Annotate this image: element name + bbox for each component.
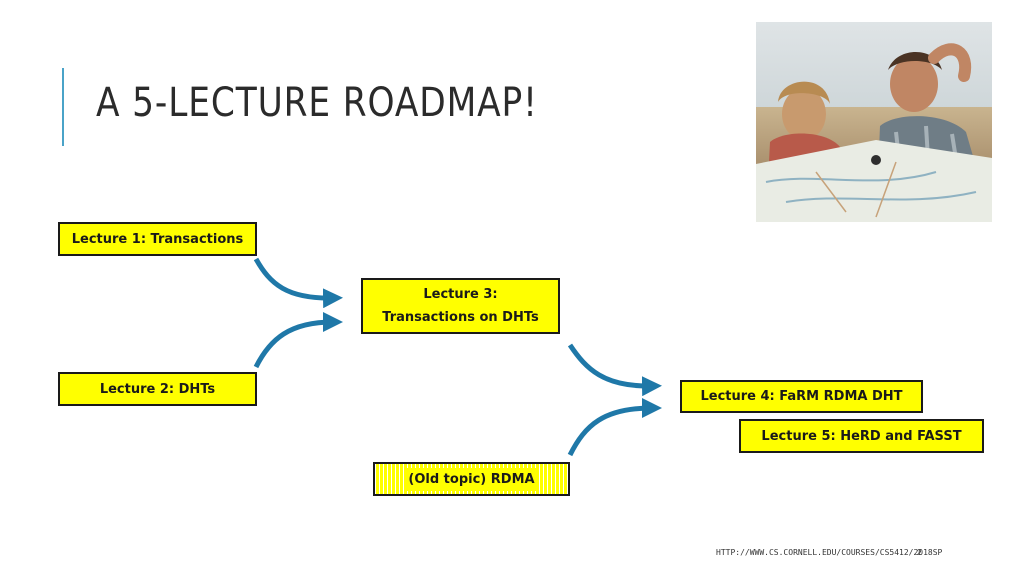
lecture-4-box: Lecture 4: FaRM RDMA DHT <box>680 380 923 413</box>
lecture-2-box: Lecture 2: DHTs <box>58 372 257 406</box>
lecture-2-label: Lecture 2: DHTs <box>99 381 216 397</box>
footer-url: HTTP://WWW.CS.CORNELL.EDU/COURSES/CS5412… <box>716 548 943 557</box>
lecture-3-label-line2: Transactions on DHTs <box>382 310 539 325</box>
arrow-lecture1-to-lecture3 <box>253 257 343 309</box>
title-accent-bar <box>62 68 64 146</box>
lecture-1-label: Lecture 1: Transactions <box>71 231 244 247</box>
lecture-5-box: Lecture 5: HeRD and FASST <box>739 419 984 453</box>
old-topic-rdma-box: (Old topic) RDMA <box>373 462 570 496</box>
lecture-5-label: Lecture 5: HeRD and FASST <box>761 428 962 444</box>
arrow-lecture2-to-lecture3 <box>253 312 343 369</box>
page-number: 2 <box>917 548 922 557</box>
lecture-1-box: Lecture 1: Transactions <box>58 222 257 256</box>
arrow-rdma-to-lecture4 <box>567 398 662 457</box>
arrow-lecture3-to-lecture4 <box>567 343 662 397</box>
slide-title: A 5-LECTURE ROADMAP! <box>96 80 538 126</box>
lecture-3-box: Lecture 3: Transactions on DHTs <box>361 278 560 334</box>
lecture-4-label: Lecture 4: FaRM RDMA DHT <box>700 389 903 404</box>
lecture-3-label-line1: Lecture 3: <box>423 287 498 302</box>
road-trip-map-photo <box>756 22 992 222</box>
old-topic-rdma-label: (Old topic) RDMA <box>406 467 537 491</box>
